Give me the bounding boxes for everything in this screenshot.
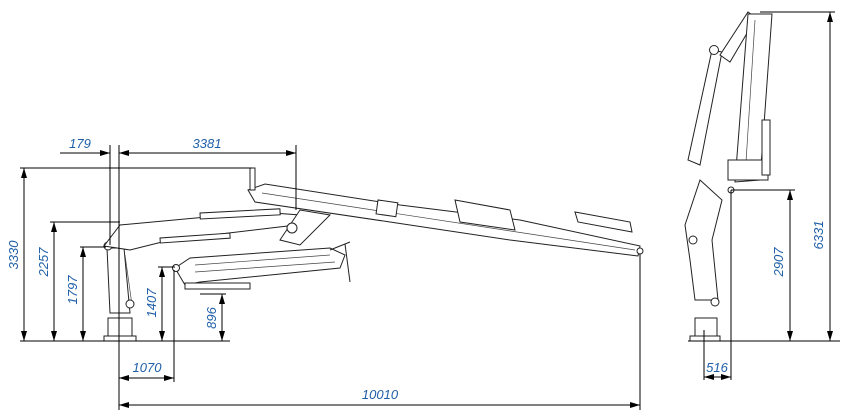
base-plate — [103, 335, 137, 342]
folded-column — [684, 179, 723, 301]
dimension-labels: 179 3381 3330 2257 1797 1407 896 1070 10… — [6, 136, 826, 402]
dim-179: 179 — [69, 136, 91, 151]
dim-6331: 6331 — [811, 221, 826, 250]
side-view-crane — [103, 167, 644, 342]
folded-main-boom — [687, 49, 723, 166]
dim-1070: 1070 — [133, 360, 163, 375]
dim-10010: 10010 — [362, 387, 399, 402]
dim-2907: 2907 — [771, 247, 786, 278]
dim-2257: 2257 — [36, 247, 51, 278]
dimension-lines — [20, 11, 840, 410]
folded-view-crane — [684, 11, 773, 342]
rotator — [249, 167, 256, 191]
dim-896: 896 — [204, 306, 219, 328]
jib-cylinder — [184, 282, 251, 290]
dim-3381: 3381 — [193, 136, 222, 151]
dim-1407: 1407 — [144, 288, 159, 318]
dim-3330: 3330 — [6, 240, 21, 270]
boom-cylinder — [159, 232, 231, 244]
folded-jib — [174, 247, 346, 286]
folded-base — [694, 317, 718, 339]
dim-1797: 1797 — [65, 275, 80, 305]
dim-516: 516 — [706, 360, 728, 375]
